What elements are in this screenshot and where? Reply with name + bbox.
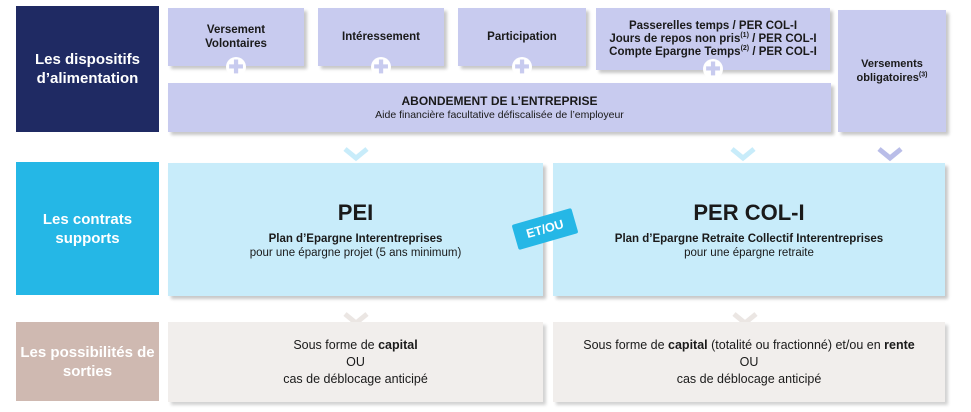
- chevron-down-icon: [343, 147, 369, 162]
- chevron-down-icon: [730, 147, 756, 162]
- exit-per-line-1: Sous forme de capital (totalité ou fract…: [583, 337, 915, 352]
- row-label-sorties: Les possibilités de sorties: [16, 322, 159, 401]
- exit-pei-line-1: Sous forme de capital: [293, 337, 418, 352]
- source-participation-label: Participation: [487, 31, 557, 43]
- contract-per-col-i: PER COL-I Plan d’Epargne Retraite Collec…: [553, 163, 945, 296]
- row-label-alimentation: Les dispositifs d’alimentation: [16, 6, 159, 132]
- plus-icon: ✚: [226, 57, 246, 77]
- obligatoires-line-1: Versements: [861, 58, 923, 70]
- exit-per-ou: OU: [739, 354, 759, 369]
- abondement-title: ABONDEMENT DE L’ENTREPRISE: [401, 93, 598, 108]
- pei-name: PEI: [337, 199, 374, 225]
- obligatoires-line-2: obligatoires(3): [856, 71, 928, 84]
- per-name: PER COL-I: [693, 199, 805, 225]
- per-description: pour une épargne retraite: [684, 246, 814, 259]
- plus-icon: ✚: [371, 57, 391, 77]
- source-interessement: Intéressement: [318, 8, 444, 66]
- source-versements-obligatoires: Versements obligatoires(3): [838, 10, 946, 132]
- source-interessement-label: Intéressement: [342, 31, 420, 43]
- exit-per-line-3: cas de déblocage anticipé: [676, 371, 822, 386]
- per-full-name: Plan d’Epargne Retraite Collectif Intere…: [614, 232, 884, 245]
- chevron-down-icon: [877, 147, 903, 162]
- exit-pei: Sous forme de capital OU cas de déblocag…: [168, 322, 543, 402]
- passerelles-line-3: Compte Epargne Temps(2) / PER COL-I: [609, 44, 817, 58]
- exit-pei-ou: OU: [346, 354, 365, 369]
- abondement-bar: ABONDEMENT DE L’ENTREPRISE Aide financiè…: [168, 83, 831, 132]
- source-versement-volontaires: Versement Volontaires: [168, 8, 304, 66]
- passerelles-line-1: Passerelles temps / PER COL-I: [628, 19, 798, 32]
- source-versement-label: Versement Volontaires: [205, 24, 267, 50]
- exit-pei-line-3: cas de déblocage anticipé: [283, 371, 428, 386]
- row-label-contrats: Les contrats supports: [16, 162, 159, 295]
- pei-full-name: Plan d’Epargne Interentreprises: [268, 232, 443, 245]
- plus-icon: ✚: [512, 57, 532, 77]
- pei-description: pour une épargne projet (5 ans minimum): [249, 246, 462, 259]
- source-participation: Participation: [458, 8, 586, 66]
- exit-per: Sous forme de capital (totalité ou fract…: [553, 322, 945, 402]
- contract-pei: PEI Plan d’Epargne Interentreprises pour…: [168, 163, 543, 296]
- plus-icon: ✚: [703, 59, 723, 79]
- passerelles-line-2: Jours de repos non pris(1) / PER COL-I: [609, 31, 817, 45]
- abondement-subtitle: Aide financière facultative défiscalisée…: [375, 108, 624, 121]
